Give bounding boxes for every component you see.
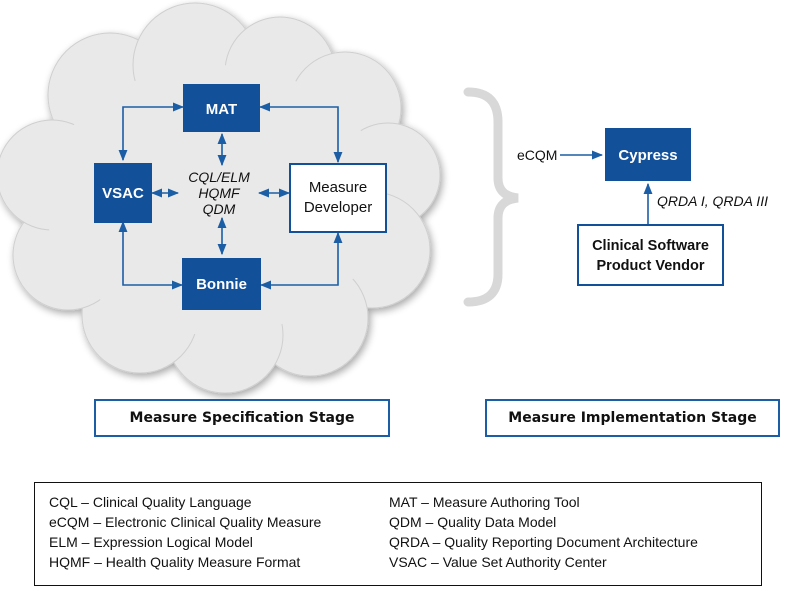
bonnie-box: Bonnie bbox=[182, 258, 261, 310]
legend-item: CQL – Clinical Quality Language bbox=[49, 494, 252, 510]
measure-developer-box: Measure Developer bbox=[289, 163, 387, 233]
specification-stage-box: Measure Specification Stage bbox=[94, 399, 390, 437]
center-label-cql-elm: CQL/ELM bbox=[188, 169, 250, 185]
legend-item: ELM – Expression Logical Model bbox=[49, 534, 253, 550]
mat-box: MAT bbox=[183, 84, 260, 132]
measure-developer-label-line2: Developer bbox=[304, 199, 372, 216]
specification-stage-label: Measure Specification Stage bbox=[129, 410, 355, 426]
arrow-developer-bonnie bbox=[259, 231, 343, 290]
cloud-arrows bbox=[118, 102, 343, 290]
arrow-vsac-bonnie bbox=[118, 220, 184, 290]
legend-item: VSAC – Value Set Authority Center bbox=[389, 554, 607, 570]
legend-item: QRDA – Quality Reporting Document Archit… bbox=[389, 534, 698, 550]
bonnie-label: Bonnie bbox=[196, 276, 247, 293]
legend-item: HQMF – Health Quality Measure Format bbox=[49, 554, 301, 570]
cypress-box: Cypress bbox=[605, 128, 691, 181]
measure-developer-label-line1: Measure bbox=[309, 179, 367, 196]
clinical-software-vendor-box: Clinical Software Product Vendor bbox=[577, 224, 724, 286]
abbreviation-legend: CQL – Clinical Quality Language eCQM – E… bbox=[34, 482, 762, 586]
legend-item: QDM – Quality Data Model bbox=[389, 514, 557, 530]
center-label-hqmf: HQMF bbox=[198, 185, 241, 201]
legend-right-column: MAT – Measure Authoring Tool QDM – Quali… bbox=[389, 493, 698, 585]
arrow-mat-vsac bbox=[118, 102, 185, 162]
mat-label: MAT bbox=[206, 101, 237, 118]
implementation-stage-label: Measure Implementation Stage bbox=[508, 410, 757, 426]
center-label-qdm: QDM bbox=[203, 201, 236, 217]
vsac-box: VSAC bbox=[94, 163, 152, 223]
center-labels: CQL/ELM HQMF QDM bbox=[188, 169, 250, 217]
arrow-mat-developer bbox=[258, 102, 343, 164]
curly-brace bbox=[463, 87, 519, 307]
legend-item: eCQM – Electronic Clinical Quality Measu… bbox=[49, 514, 322, 530]
cypress-label: Cypress bbox=[618, 147, 677, 164]
ecqm-label: eCQM bbox=[517, 147, 557, 163]
vendor-label-line2: Product Vendor bbox=[597, 258, 705, 274]
vsac-label: VSAC bbox=[102, 185, 144, 202]
qrda-label: QRDA I, QRDA III bbox=[657, 193, 768, 209]
legend-left-column: CQL – Clinical Quality Language eCQM – E… bbox=[49, 493, 389, 585]
legend-item: MAT – Measure Authoring Tool bbox=[389, 494, 580, 510]
implementation-stage-box: Measure Implementation Stage bbox=[485, 399, 780, 437]
vendor-label-line1: Clinical Software bbox=[592, 238, 709, 254]
